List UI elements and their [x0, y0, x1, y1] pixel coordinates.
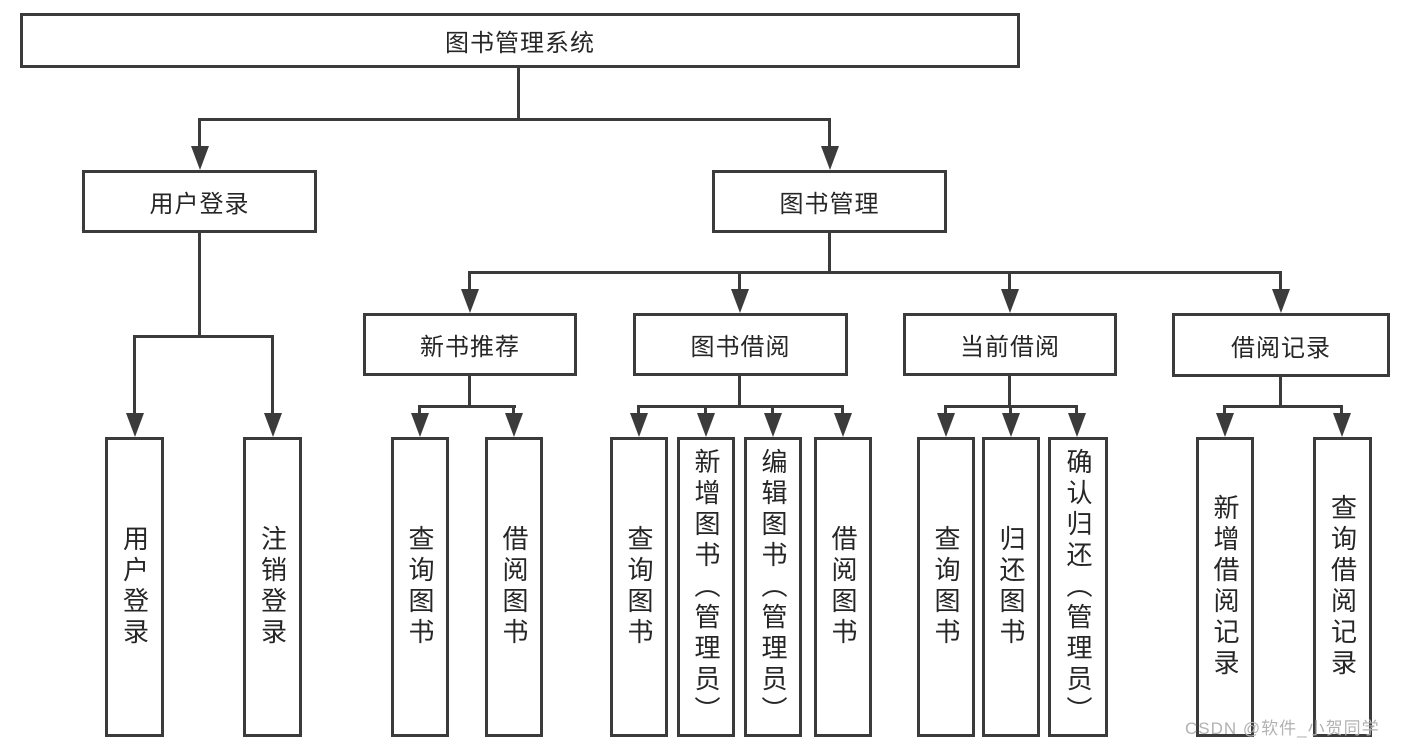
arrow-br-child-2	[1332, 406, 1351, 437]
connector-user-login-stem	[198, 233, 201, 338]
connector-book-mgmt-stem	[828, 233, 831, 274]
connector-current-borrow-stem	[1008, 376, 1011, 407]
leaf-bb-edit-books-admin: 编辑图书（管理员）	[744, 437, 802, 737]
arrow-nbr-child-2	[504, 406, 523, 437]
connector-level1-rail	[198, 118, 831, 121]
leaf-bb-add-books-admin: 新增图书（管理员）	[677, 437, 735, 737]
arrow-br-child-1	[1215, 406, 1234, 437]
node-root: 图书管理系统	[20, 13, 1020, 68]
connector-book-borrow-rail	[637, 405, 844, 408]
arrow-to-borrow-records	[1271, 273, 1290, 313]
arrow-bb-child-3	[763, 406, 782, 437]
connector-borrow-records-rail	[1223, 405, 1343, 408]
connector-book-borrow-stem	[738, 376, 741, 407]
leaf-nbr-query-books: 查询图书	[391, 437, 449, 737]
node-book-mgmt: 图书管理	[712, 170, 947, 233]
leaf-cb-confirm-return-admin: 确认归还（管理员）	[1048, 437, 1108, 737]
connector-user-login-rail	[133, 335, 274, 338]
arrow-bb-child-2	[696, 406, 715, 437]
arrow-bb-child-4	[833, 406, 852, 437]
node-user-login: 用户登录	[82, 170, 317, 233]
leaf-cb-return-books: 归还图书	[982, 437, 1040, 737]
leaf-br-query-record: 查询借阅记录	[1313, 437, 1372, 737]
csdn-watermark: CSDN @软件_小贺同学	[1185, 719, 1380, 738]
arrow-bb-child-1	[629, 406, 648, 437]
arrow-to-book-borrow	[730, 273, 749, 313]
arrow-to-book-mgmt	[820, 118, 839, 170]
arrow-cb-child-3	[1067, 406, 1086, 437]
leaf-bb-borrow-books: 借阅图书	[814, 437, 872, 737]
leaf-user-login: 用户登录	[105, 437, 164, 737]
arrow-to-user-login	[190, 118, 209, 170]
arrow-to-new-book-rec	[460, 273, 479, 313]
leaf-bb-query-books: 查询图书	[610, 437, 668, 737]
connector-borrow-records-stem	[1279, 376, 1282, 407]
arrow-to-leaf-user-login	[125, 336, 144, 437]
arrow-cb-child-2	[1001, 406, 1020, 437]
arrow-nbr-child-1	[410, 406, 429, 437]
connector-level2-rail	[468, 271, 1282, 274]
connector-new-book-rec-rail	[418, 405, 516, 408]
arrow-to-current-borrow	[1000, 273, 1019, 313]
node-current-borrow: 当前借阅	[903, 313, 1117, 376]
node-borrow-records: 借阅记录	[1172, 313, 1390, 377]
node-new-book-rec: 新书推荐	[363, 313, 577, 376]
arrow-cb-child-1	[936, 406, 955, 437]
leaf-nbr-borrow-books: 借阅图书	[485, 437, 543, 737]
node-book-borrow: 图书借阅	[633, 313, 848, 376]
leaf-cb-query-books: 查询图书	[917, 437, 975, 737]
leaf-br-add-record: 新增借阅记录	[1196, 437, 1254, 737]
arrow-to-leaf-logout	[263, 336, 282, 437]
connector-new-book-rec-stem	[468, 376, 471, 407]
connector-root-stem	[517, 68, 520, 121]
leaf-logout: 注销登录	[243, 437, 302, 737]
